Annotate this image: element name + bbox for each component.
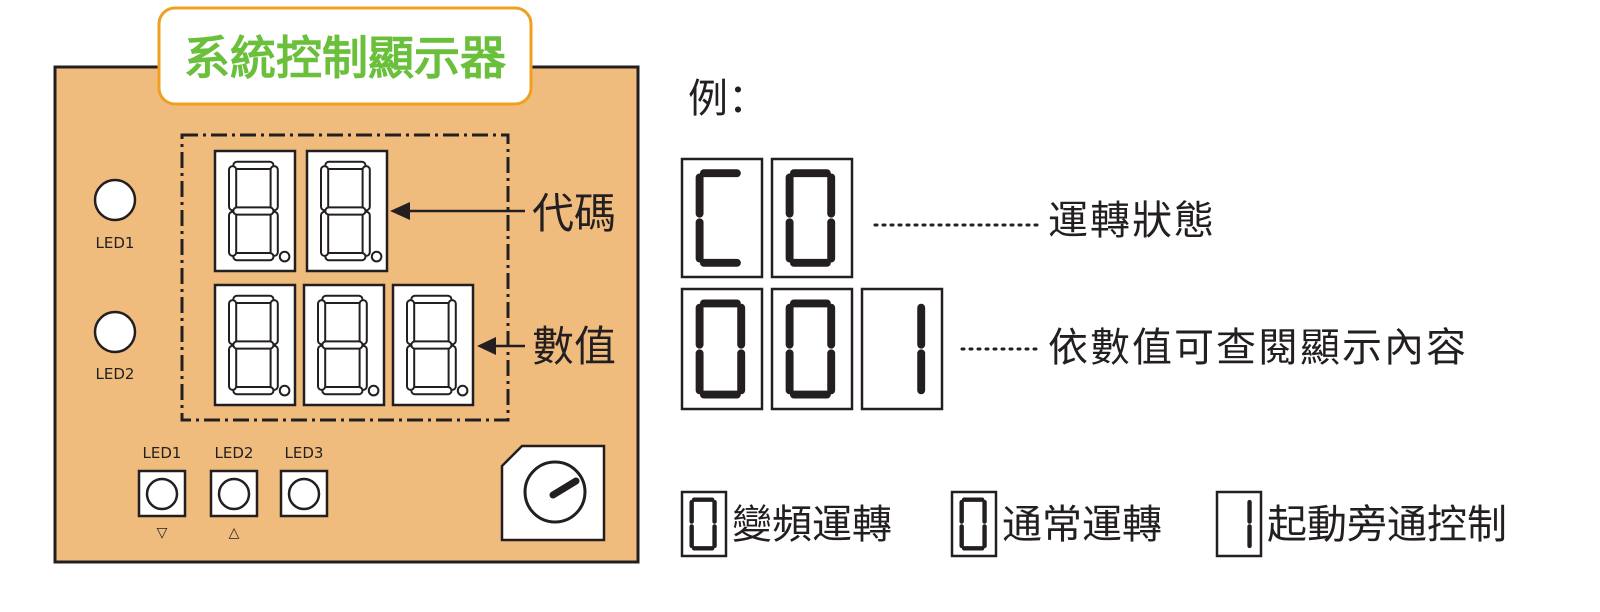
code-digit-1-segment-e	[228, 210, 238, 257]
code-digit-2-segment-c	[361, 210, 371, 257]
value-digit-1-segment-d	[232, 386, 275, 396]
value-digit-3-segment-f	[406, 299, 416, 346]
legend-item-bypass	[1215, 490, 1263, 558]
code-digit-1-segment-c	[269, 210, 279, 257]
code-label: 代碼	[532, 189, 616, 238]
code-digit-2-segment-e	[320, 210, 330, 257]
example-code-display	[680, 157, 854, 279]
code-digit-2-segment-f	[320, 165, 330, 212]
code-description: 運轉狀態	[1048, 198, 1216, 244]
legend-digit-3-cell	[1215, 490, 1263, 558]
legend-item-normal	[950, 490, 998, 558]
button-led3-label: LED3	[285, 444, 324, 462]
value-digit-1-decimal-point	[278, 384, 291, 397]
led2-indicator	[93, 310, 137, 354]
value-digit-3-segment-d	[410, 386, 453, 396]
value-digit-1-segment-c	[269, 344, 279, 391]
value-label: 數值	[532, 322, 616, 371]
value-digit-1-segment-e	[228, 344, 238, 391]
value-digit-1-segment-b	[269, 299, 279, 346]
code-digit-2-decimal-point	[370, 250, 383, 263]
legend-digit-2-cell	[950, 490, 998, 558]
value-digit-2-segment-d	[321, 386, 364, 396]
button-led1-arrow: ▽	[157, 525, 168, 541]
rotary-pointer	[549, 477, 580, 499]
code-digit-1-segment-f	[228, 165, 238, 212]
led2-indicator-label: LED2	[96, 365, 135, 383]
value-digit-3-segment-c	[447, 344, 457, 391]
value-digit-2-segment-e	[317, 344, 327, 391]
value-digit-2-decimal-point	[367, 384, 380, 397]
code-digit-1-decimal-point	[278, 250, 291, 263]
legend-text-inverter: 變頻運轉	[732, 502, 892, 548]
example-code-digit-2-cell	[770, 157, 854, 279]
value-digit-display	[213, 283, 475, 407]
button-led2-arrow: △	[229, 525, 240, 541]
example-code-digit-1-cell	[680, 157, 764, 279]
value-digit-3-segment-g	[410, 340, 453, 350]
code-digit-1-segment-a	[232, 160, 275, 171]
code-digit-2-segment-a	[324, 160, 367, 171]
value-digit-1-segment-g	[232, 340, 275, 350]
value-digit-3-decimal-point	[456, 384, 469, 397]
title-box	[157, 6, 533, 106]
code-digit-2-segment-b	[361, 165, 371, 212]
value-digit-3-segment-b	[447, 299, 457, 346]
value-digit-1-segment-a	[232, 294, 275, 304]
value-digit-2-segment-g	[321, 340, 364, 350]
legend-item-inverter	[680, 490, 728, 558]
button-led1-knob	[145, 477, 179, 511]
value-digit-2-segment-f	[317, 299, 327, 346]
legend-text-normal: 通常運轉	[1002, 502, 1162, 548]
value-digit-3-segment-a	[410, 294, 453, 304]
value-digit-2-segment-c	[358, 344, 368, 391]
example-value-digit-3-cell	[860, 287, 944, 411]
code-digit-1-segment-g	[232, 206, 275, 216]
display-dashed-frame	[180, 133, 510, 422]
legend-text-bypass: 起動旁通控制	[1267, 502, 1507, 548]
example-value-digit-1-cell	[680, 287, 764, 411]
code-digit-2-segment-g	[324, 206, 367, 216]
example-value-display	[680, 287, 944, 411]
legend: 變頻運轉 通常運轉 起動旁通控制	[680, 490, 1507, 558]
button-led2-label: LED2	[215, 444, 254, 462]
value-digit-2-segment-a	[321, 294, 364, 304]
value-digit-3-segment-e	[406, 344, 416, 391]
code-digit-2-segment-d	[324, 252, 367, 262]
panel-buttons: LED1 ▽ LED2 △ LED3	[137, 444, 329, 541]
led1-indicator-label: LED1	[96, 234, 135, 252]
value-digit-2-segment-b	[358, 299, 368, 346]
value-arrowhead	[477, 337, 496, 355]
button-led3-knob	[287, 477, 321, 511]
code-arrowhead	[390, 202, 410, 220]
panel-title: 系統控制顯示器	[184, 31, 507, 85]
button-led1-label: LED1	[143, 444, 182, 462]
code-digit-display	[213, 149, 389, 273]
example-value-digit-2-cell	[770, 287, 854, 411]
code-digit-1-segment-d	[232, 252, 275, 262]
value-digit-1-segment-f	[228, 299, 238, 346]
legend-digit-1-cell	[680, 490, 728, 558]
code-digit-1-segment-b	[269, 165, 279, 212]
example-heading: 例：	[688, 76, 768, 122]
button-led2-knob	[217, 477, 251, 511]
led1-indicator	[93, 178, 137, 222]
value-description: 依數值可查閱顯示內容	[1048, 325, 1468, 371]
